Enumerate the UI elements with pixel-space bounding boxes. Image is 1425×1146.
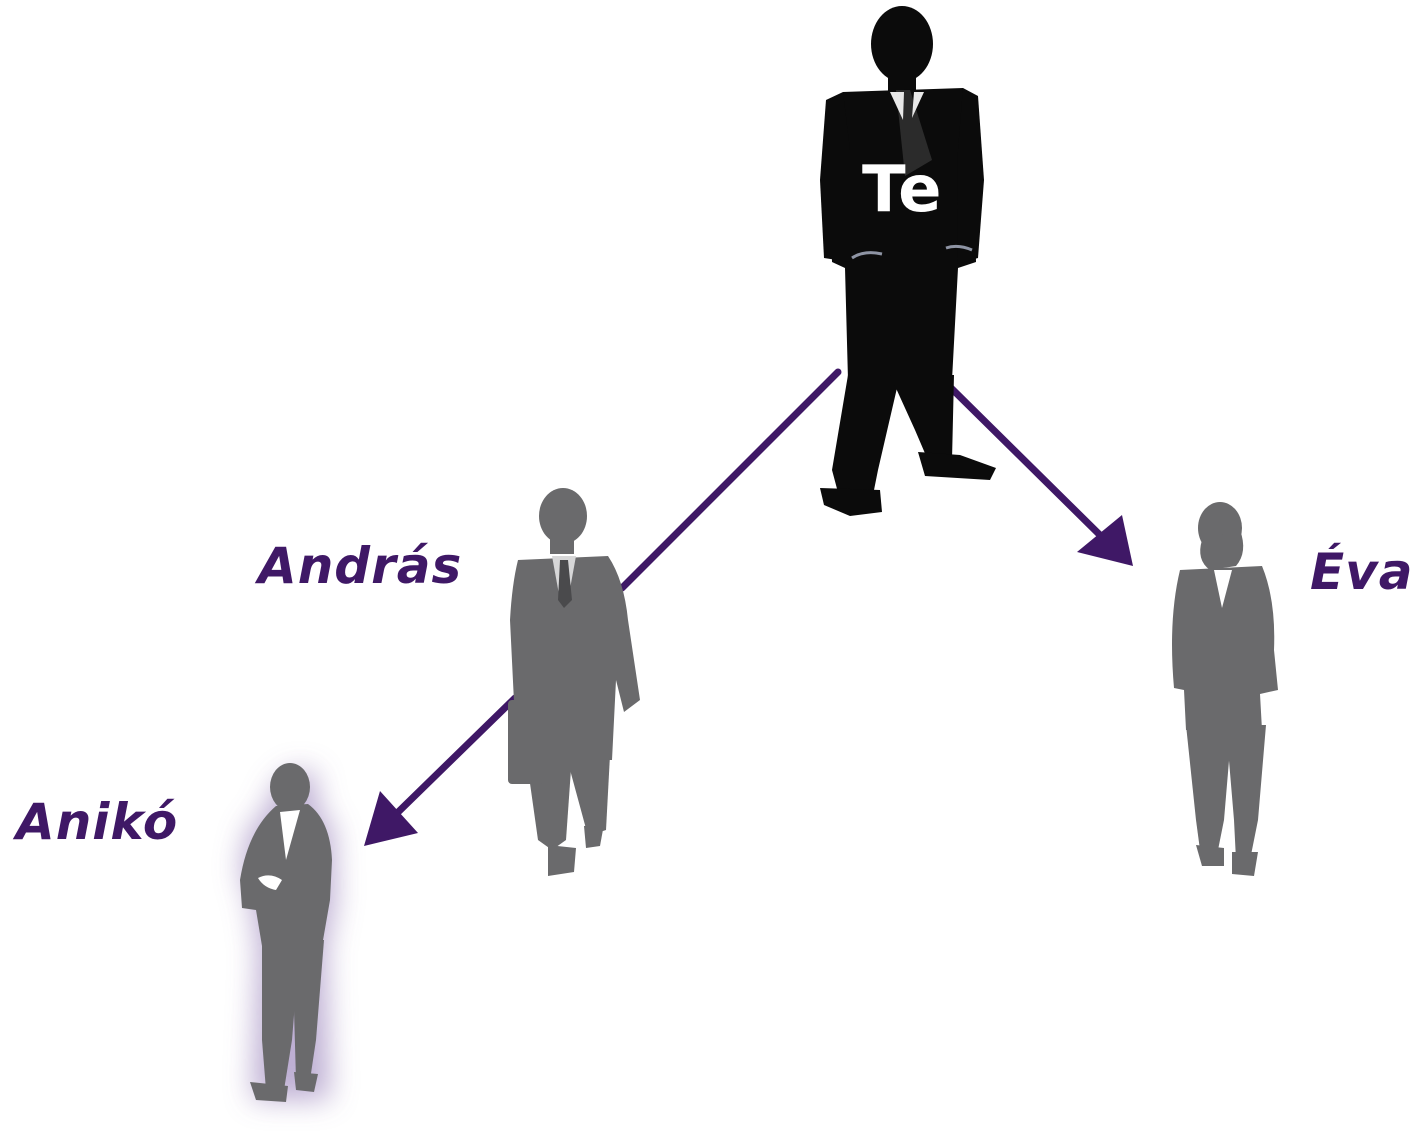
arrow-te-to-eva — [944, 381, 1133, 566]
eva-label: Éva — [1310, 543, 1414, 601]
andras-silhouette — [508, 488, 640, 876]
aniko-label: Anikó — [16, 793, 179, 851]
aniko-silhouette — [240, 763, 332, 1102]
arrow-te-to-andras — [618, 368, 842, 592]
te-label: Te — [862, 153, 943, 227]
te-silhouette — [820, 6, 996, 516]
arrow-andras-to-aniko — [364, 694, 519, 846]
arrow-line — [618, 368, 842, 592]
eva-silhouette — [1172, 502, 1278, 876]
arrowhead-icon — [364, 791, 418, 846]
arrow-line — [944, 381, 1109, 544]
arrow-line — [386, 694, 519, 824]
arrowhead-icon — [1077, 515, 1133, 566]
andras-label: András — [258, 537, 463, 595]
